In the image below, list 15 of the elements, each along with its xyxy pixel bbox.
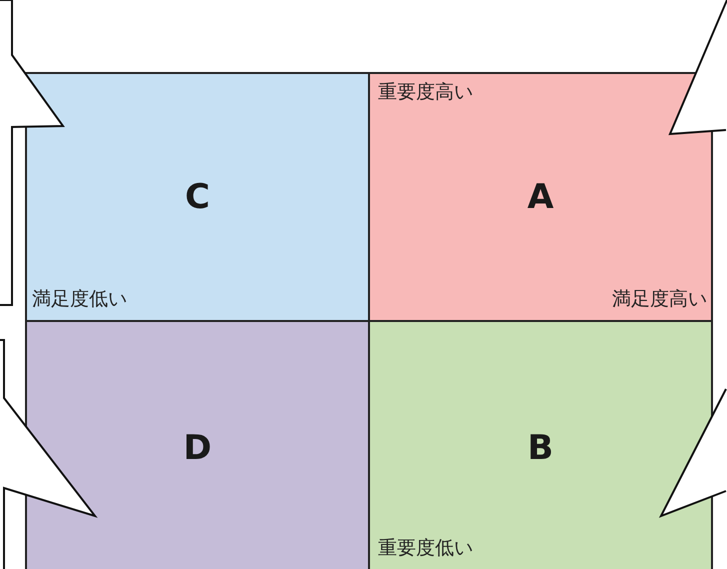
quadrant-panel <box>368 320 713 569</box>
quadrant-letter: D <box>183 430 212 464</box>
quadrant-letter: B <box>528 430 554 464</box>
speech-bubble <box>668 0 727 136</box>
speech-bubble <box>0 339 98 569</box>
quadrant-panel <box>368 72 713 322</box>
axis-label: 満足度高い <box>612 289 707 310</box>
quadrant-panel <box>25 320 370 569</box>
axis-label: 満足度低い <box>32 289 127 310</box>
axis-label: 重要度高い <box>378 82 473 103</box>
quadrant-letter: A <box>527 180 554 214</box>
quadrant-letter: C <box>185 180 210 214</box>
axis-label: 重要度低い <box>378 538 473 559</box>
quadrant-panel <box>25 72 370 322</box>
speech-bubble <box>658 388 727 518</box>
